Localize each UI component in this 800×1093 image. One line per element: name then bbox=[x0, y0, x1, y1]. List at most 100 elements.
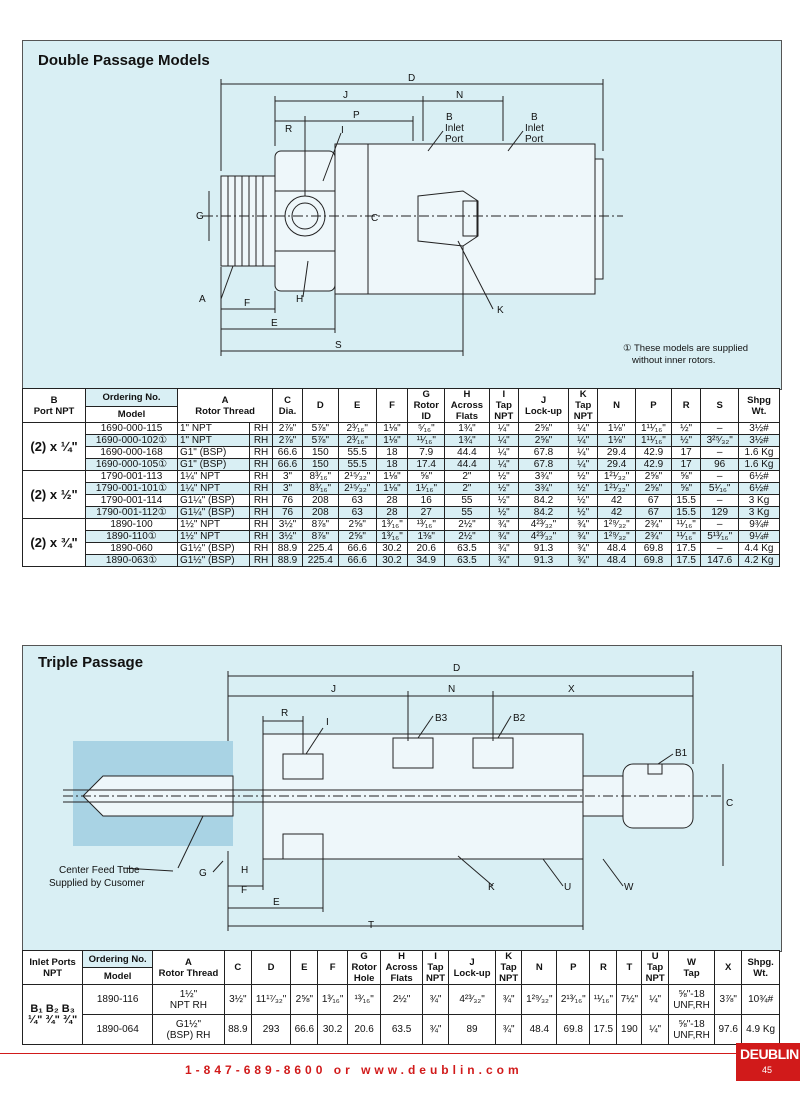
cell-g: 7.9 bbox=[407, 446, 445, 459]
rotor-thread-cell: G1½" (BSP) bbox=[176, 554, 250, 567]
cell-r: ½" bbox=[670, 434, 702, 447]
cell-i: ¼" bbox=[488, 446, 519, 459]
cell-w: 9¼# bbox=[738, 530, 780, 543]
dim-H: H bbox=[241, 865, 248, 876]
cell-w: 1.6 Kg bbox=[738, 446, 780, 459]
dim-E: E bbox=[271, 318, 278, 329]
cell-h: 2½" bbox=[444, 530, 490, 543]
deublin-logo: DEUBLIN 45 bbox=[736, 1043, 800, 1081]
cell-d: 5⅞" bbox=[301, 434, 339, 447]
cell-f: 18 bbox=[375, 458, 409, 471]
port-npt-group: (2) x ¾" bbox=[21, 518, 87, 567]
dim-D: D bbox=[453, 663, 460, 674]
cell-r: 17.5 bbox=[670, 554, 702, 567]
contact-line[interactable]: 1-847-689-8600 or www.deublin.com bbox=[185, 1063, 523, 1077]
double-passage-drawing: D J N R P I B Inlet Port B Inlet Port G … bbox=[196, 73, 623, 356]
cell-g: ¹³⁄₁₆" bbox=[407, 518, 445, 531]
thread-direction-cell: RH bbox=[248, 554, 274, 567]
cell-h: 63.5 bbox=[380, 1014, 423, 1045]
thread-direction-cell: RH bbox=[248, 530, 274, 543]
header-n: N bbox=[597, 388, 636, 423]
rotor-thread-cell: 1" NPT bbox=[176, 422, 250, 435]
cell-r: ¹¹⁄₁₆" bbox=[670, 518, 702, 531]
thread-direction-cell: RH bbox=[248, 518, 274, 531]
cell-r: ⅝" bbox=[670, 470, 702, 483]
model-cell: 1890-064 bbox=[82, 1014, 154, 1045]
cell-d: 150 bbox=[301, 458, 339, 471]
cell-h: 63.5 bbox=[444, 554, 490, 567]
tube-label-1: Center Feed Tube bbox=[59, 865, 140, 876]
header-d: D bbox=[301, 388, 339, 423]
dim-R: R bbox=[285, 124, 292, 135]
dim-P: P bbox=[353, 110, 360, 121]
footnote-line-2: without inner rotors. bbox=[632, 355, 716, 366]
footer-rule bbox=[0, 1053, 800, 1054]
cell-g: 1¹⁄₁₆" bbox=[407, 482, 445, 495]
header-t: T bbox=[616, 950, 643, 985]
thread-direction-cell: RH bbox=[248, 482, 274, 495]
cell-i: ¼" bbox=[488, 434, 519, 447]
dim-T: T bbox=[368, 920, 374, 931]
dim-C: C bbox=[726, 798, 733, 809]
cell-j: 3¾" bbox=[517, 482, 570, 495]
dim-X: X bbox=[568, 684, 575, 695]
cell-f: 1⅛" bbox=[375, 422, 409, 435]
cell-g: ¹³⁄₁₆" bbox=[346, 984, 382, 1015]
footnote-line-1: ① These models are supplied bbox=[623, 343, 749, 354]
cell-j: 84.2 bbox=[517, 494, 570, 507]
cell-g: ¹¹⁄₁₆" bbox=[407, 434, 445, 447]
header-ordering: Ordering No. bbox=[85, 387, 178, 408]
cell-g: 16 bbox=[407, 494, 445, 507]
triple-passage-drawing: D J N X R I B3 B2 B1 C G H F K U W E T C… bbox=[49, 663, 733, 931]
cell-w: 4.4 Kg bbox=[738, 542, 780, 555]
cell-u: ¼" bbox=[641, 1014, 669, 1045]
dim-I: I bbox=[341, 125, 344, 136]
rotor-thread-cell: G1¼" (BSP) bbox=[176, 494, 250, 507]
header-f: F bbox=[375, 388, 409, 423]
cell-j: 3¾" bbox=[517, 470, 570, 483]
cell-f: 1³⁄₁₆" bbox=[375, 518, 409, 531]
cell-c: 88.9 bbox=[272, 542, 303, 555]
rotor-thread-cell: 1½" NPT bbox=[176, 518, 250, 531]
cell-r: ⅝" bbox=[670, 482, 702, 495]
dim-R: R bbox=[281, 708, 288, 719]
model-cell: 1790-001-101① bbox=[85, 482, 178, 495]
cell-h: 2½" bbox=[444, 518, 490, 531]
dim-F: F bbox=[241, 885, 247, 896]
cell-p: 1¹¹⁄₁₆" bbox=[634, 434, 672, 447]
cell-n: 29.4 bbox=[597, 458, 636, 471]
dim-N: N bbox=[448, 684, 455, 695]
port-label-left: Port bbox=[445, 134, 464, 145]
cell-r: 17 bbox=[670, 458, 702, 471]
cell-u: ¼" bbox=[641, 984, 669, 1015]
cell-n: 1²¹⁄₃₂" bbox=[597, 482, 636, 495]
cell-i: ¾" bbox=[488, 554, 519, 567]
cell-n: 42 bbox=[597, 494, 636, 507]
cell-p: 42.9 bbox=[634, 446, 672, 459]
cell-e: 55.5 bbox=[337, 446, 377, 459]
cell-h: 55 bbox=[444, 494, 490, 507]
model-cell: 1790-001-112① bbox=[85, 506, 178, 519]
dim-A: A bbox=[199, 294, 206, 305]
cell-t: 190 bbox=[616, 1014, 643, 1045]
cell-w: 1.6 Kg bbox=[738, 458, 780, 471]
port-label-right: Port bbox=[525, 134, 544, 145]
section-title: Double Passage Models bbox=[38, 52, 210, 69]
header-f: F bbox=[317, 950, 348, 985]
cell-s: – bbox=[700, 542, 739, 555]
cell-i: ¾" bbox=[421, 984, 450, 1015]
dim-B3: B3 bbox=[435, 713, 448, 724]
header-ordering: Ordering No. bbox=[82, 950, 154, 968]
cell-d: 8⅞" bbox=[301, 530, 339, 543]
logo-text: DEUBLIN bbox=[740, 1046, 799, 1062]
cell-d: 8³⁄₁₆" bbox=[301, 470, 339, 483]
